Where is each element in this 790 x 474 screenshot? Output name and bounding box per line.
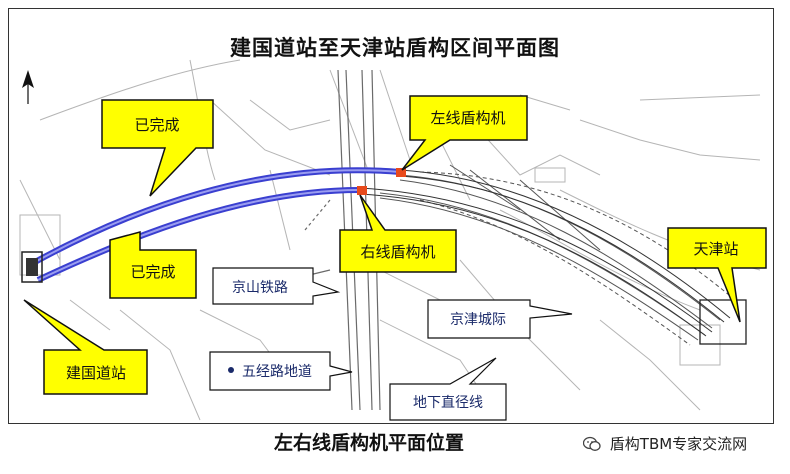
callout-tianjin-station: 天津站: [667, 227, 767, 323]
completed-tunnels: [33, 167, 401, 283]
callout-jianguodao-station-label: 建国道站: [66, 364, 126, 382]
tunnel-dot-icon: [228, 367, 234, 373]
map-frame: [8, 8, 774, 424]
callout-left-machine: 左线盾构机: [401, 95, 528, 171]
watermark-text: 盾构TBM专家交流网: [609, 435, 748, 453]
callout-left-machine-label: 左线盾构机: [430, 109, 505, 127]
wechat-icon: [583, 436, 601, 451]
label-jingjin-intercity-text: 京津城际: [450, 312, 506, 328]
callout-right-machine-label: 右线盾构机: [360, 243, 435, 261]
label-jingjin-intercity: 京津城际: [427, 299, 573, 339]
label-underground-line-text: 地下直径线: [413, 394, 483, 411]
diagram-title: 建国道站至天津站盾构区间平面图: [230, 36, 560, 60]
label-wujing-road-tunnel-text: 五经路地道: [242, 364, 312, 380]
right-machine-marker: [357, 186, 367, 195]
callout-completed-bottom: 已完成: [109, 231, 197, 299]
callout-completed-top: 已完成: [101, 99, 214, 197]
label-wujing-road-tunnel: 五经路地道: [209, 351, 353, 391]
callout-right-machine: 右线盾构机: [339, 194, 457, 273]
callout-tianjin-station-label: 天津站: [693, 240, 738, 258]
callout-completed-bottom-label: 已完成: [130, 263, 175, 281]
diagram-caption: 左右线盾构机平面位置: [274, 432, 465, 454]
callout-completed-top-label: 已完成: [134, 116, 179, 134]
callout-jianguodao-station: 建国道站: [23, 299, 148, 395]
left-machine-marker: [396, 168, 406, 177]
watermark: 盾构TBM专家交流网: [583, 433, 747, 454]
label-jingshan-railway: 京山铁路: [212, 267, 341, 305]
jianguodao-station-box: [21, 251, 43, 283]
label-underground-line: 地下直径线: [389, 357, 507, 421]
label-jingshan-railway-text: 京山铁路: [232, 280, 288, 296]
remaining-tunnels: [359, 169, 731, 337]
tianjin-station-box: [699, 299, 747, 345]
north-arrow-icon: [22, 70, 34, 104]
